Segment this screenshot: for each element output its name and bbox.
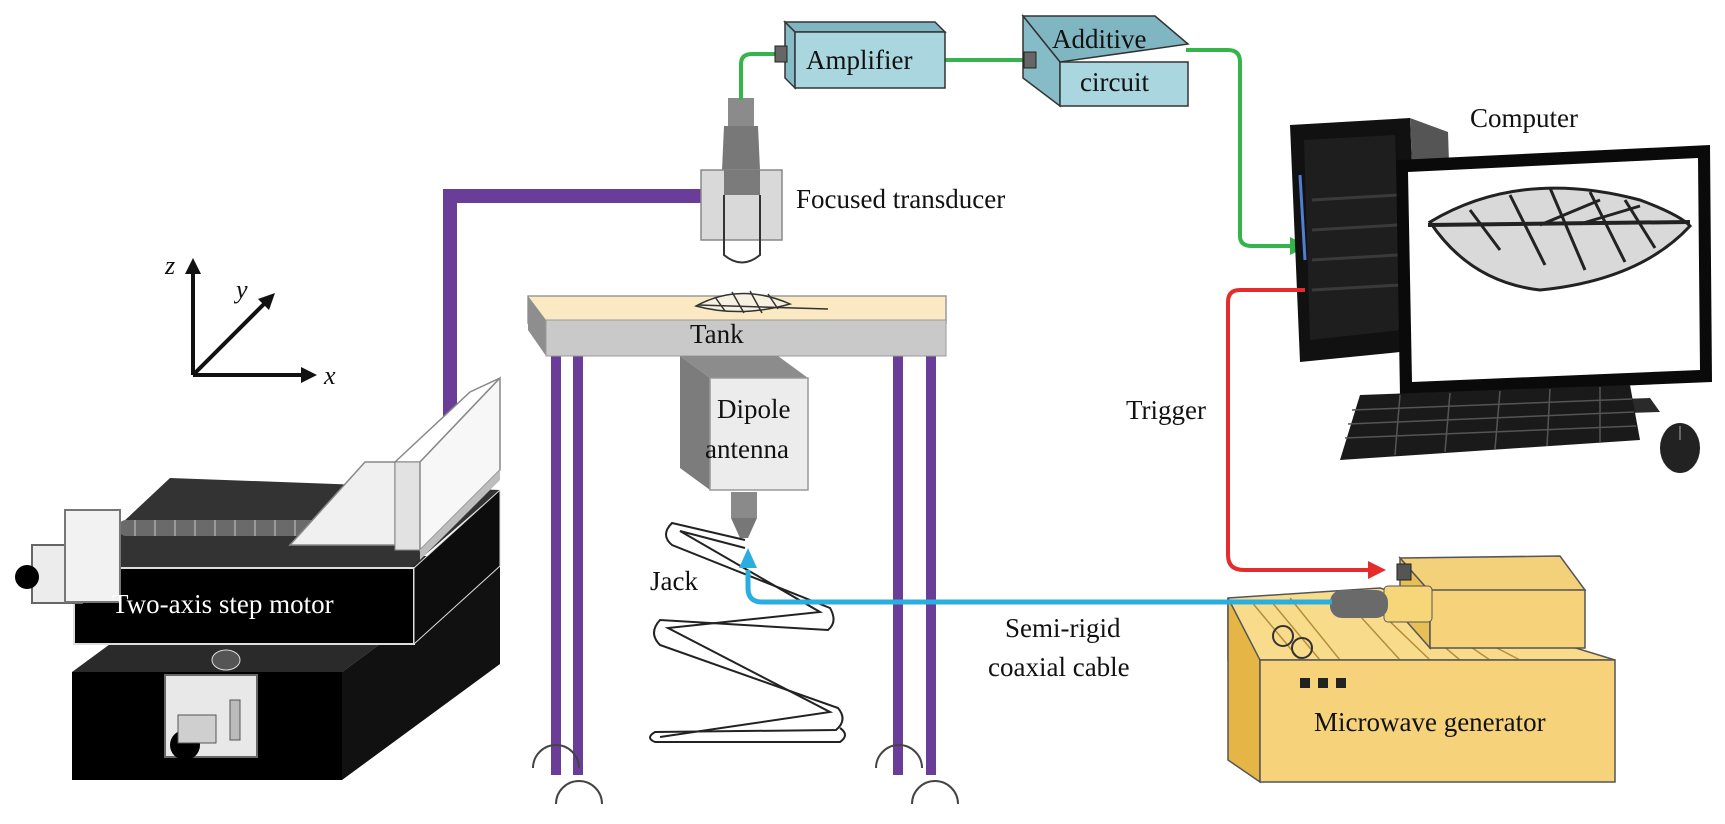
additive-label-line1: Additive — [1052, 24, 1147, 54]
amplifier-label: Amplifier — [806, 45, 912, 75]
leaf-sample-icon — [694, 290, 829, 314]
cable-label-line1: Semi-rigid — [1005, 613, 1121, 643]
microwave-generator-icon — [1227, 555, 1616, 784]
step-motor-icon — [15, 376, 501, 780]
trigger-label: Trigger — [1126, 395, 1206, 425]
jack-label: Jack — [650, 566, 698, 596]
jack-icon — [649, 521, 846, 743]
table-feet — [532, 744, 959, 805]
transducer-icon — [700, 98, 783, 264]
signal-lines — [739, 48, 1292, 248]
z-axis-label: z — [164, 251, 175, 280]
computer-label: Computer — [1470, 103, 1578, 133]
coordinate-axes — [185, 258, 317, 383]
trigger-line — [1226, 288, 1368, 572]
dipole-label-line1: Dipole — [717, 394, 791, 424]
cable-label-line2: coaxial cable — [988, 652, 1130, 682]
tank — [527, 295, 947, 357]
table-legs — [551, 355, 936, 775]
y-axis-label: y — [233, 275, 248, 304]
coax-arrowhead — [739, 548, 757, 568]
dipole-label-line2: antenna — [705, 434, 789, 464]
transducer-arm — [443, 189, 703, 420]
screen-leaf-image-icon — [1427, 186, 1693, 292]
trigger-arrowhead — [1368, 561, 1386, 579]
computer-icon — [1290, 118, 1712, 473]
coax-cable — [745, 570, 1332, 605]
x-axis-label: x — [323, 361, 336, 390]
generator-label: Microwave generator — [1314, 707, 1546, 737]
amplifier-box — [774, 20, 947, 90]
motor-label: Two-axis step motor — [112, 589, 334, 619]
additive-circuit-box — [1021, 13, 1190, 108]
transducer-label: Focused transducer — [796, 184, 1005, 214]
additive-label-line2: circuit — [1080, 67, 1149, 97]
tank-label: Tank — [690, 319, 744, 349]
dipole-antenna — [680, 356, 809, 538]
